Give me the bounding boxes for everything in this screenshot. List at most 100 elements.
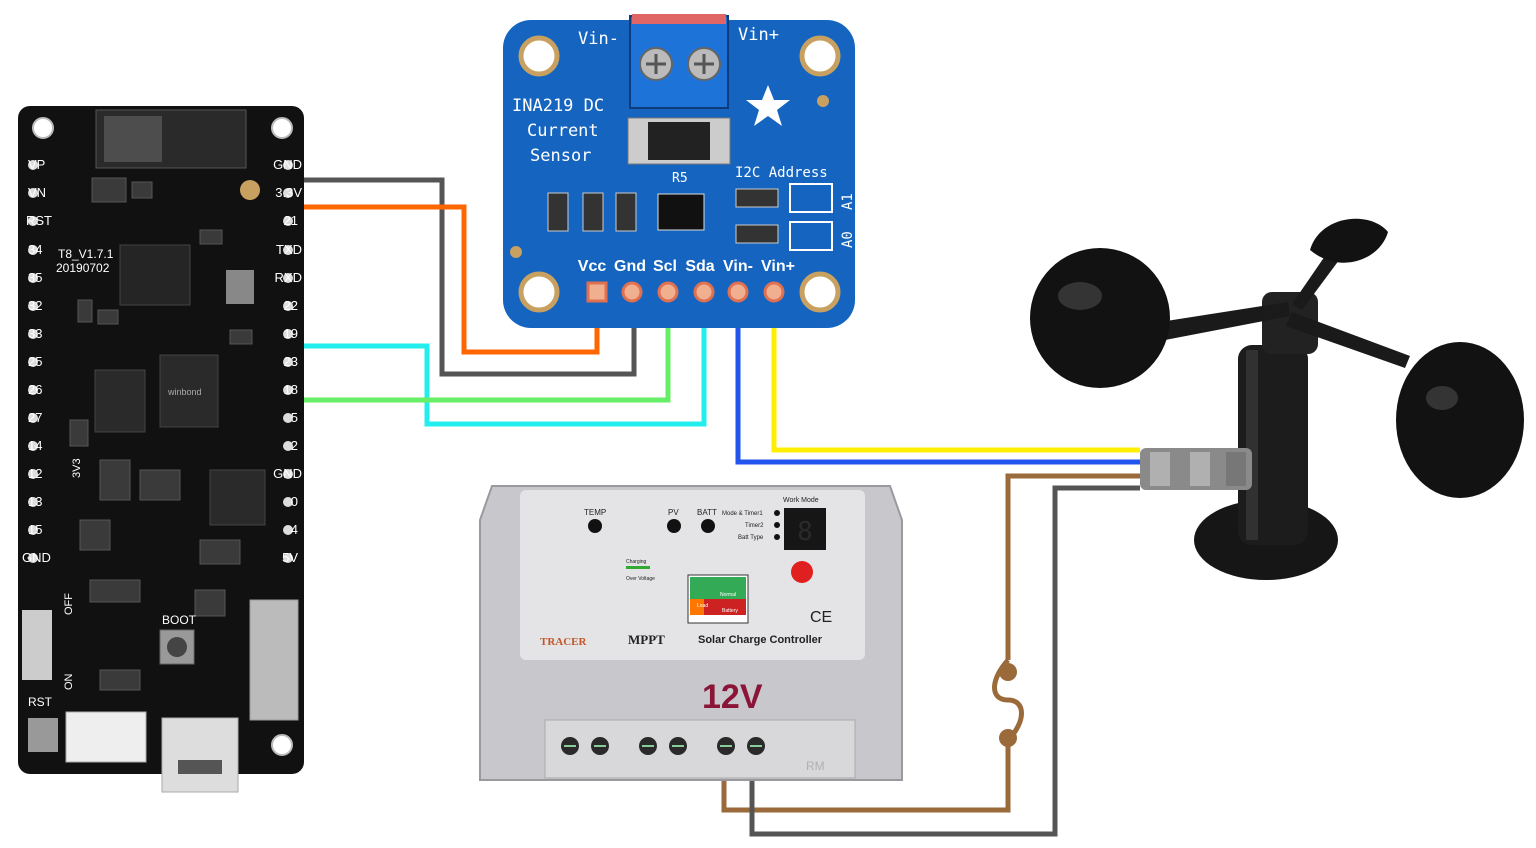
right-pin-label: TXD (276, 242, 302, 257)
anemometer-arm (1160, 302, 1290, 340)
vin-minus-top-label: Vin- (578, 29, 619, 49)
left-pin-label: VN (28, 185, 46, 200)
a0-label: A0 (840, 231, 856, 248)
pin-label-vin-minus: Vin- (723, 258, 753, 275)
fuse-terminal-top (999, 663, 1017, 681)
switch-on-label: ON (63, 673, 75, 690)
mount-hole (518, 35, 560, 77)
left-pin-label: 13 (28, 494, 42, 509)
left-pin-label: 27 (28, 410, 42, 425)
mode-item: Mode & Timer1 (722, 511, 763, 517)
mount-hole (271, 734, 293, 756)
status-dot (817, 95, 829, 107)
left-pin-label: 32 (28, 298, 42, 313)
ce-mark: CE (810, 609, 832, 626)
right-pin-label: RXD (275, 270, 302, 285)
esp-chip (119, 244, 191, 306)
seven-segment-display (784, 508, 826, 550)
wire-vin-plus (771, 292, 1140, 453)
smd-components (69, 177, 253, 691)
regulator-chip (209, 469, 266, 526)
ina219-chip (657, 193, 705, 231)
load-label: Load (697, 603, 708, 609)
vin-plus-top-label: Vin+ (738, 25, 779, 45)
wire-vcc (290, 204, 600, 355)
module-title-line1: INA219 DC (512, 96, 604, 116)
pin-label-vcc: Vcc (578, 258, 607, 275)
date-label: 20190702 (56, 261, 110, 275)
mount-hole (32, 117, 54, 139)
right-pin-label: GND (273, 157, 302, 172)
a1-label: A1 (840, 193, 856, 210)
crystal (226, 270, 254, 304)
version-label: T8_V1.7.1 (58, 247, 114, 261)
ufl-connector (240, 180, 260, 200)
star-logo-icon (746, 85, 790, 126)
mppt-label: MPPT (628, 632, 665, 647)
battery-label: Battery (722, 608, 738, 614)
pin-label-vin-plus: Vin+ (761, 258, 795, 275)
left-pin-label: 34 (28, 242, 42, 257)
left-pin-label: 25 (28, 354, 42, 369)
wire-gnd (290, 177, 637, 377)
address-jumper-a1 (789, 183, 833, 213)
batt-led (701, 519, 715, 533)
wire-load-gray (749, 485, 1140, 837)
right-pin-label: 5 (291, 410, 298, 425)
left-pin-label: 14 (28, 438, 42, 453)
over-voltage-label: Over Voltage (626, 576, 655, 582)
esp32-board: VP VN RST 34 35 32 33 25 26 27 14 12 13 … (18, 106, 304, 793)
right-pin-label: 2 (291, 438, 298, 453)
mode-led (774, 522, 780, 528)
ina219-module: Vin- Vin+ INA219 DC Current Sensor R5 I2… (503, 14, 856, 328)
anemometer-cup (1310, 218, 1388, 263)
status-dot (510, 246, 522, 258)
pv-led (667, 519, 681, 533)
mode-item: Batt Type (738, 535, 764, 541)
temp-led (588, 519, 602, 533)
left-header-pads (28, 160, 38, 563)
rst-label: RST (28, 695, 53, 709)
temp-label: TEMP (584, 508, 606, 517)
module-title-line2: Current (527, 121, 599, 141)
usb-port-inner (178, 760, 222, 774)
work-mode-label: Work Mode (783, 497, 819, 504)
rst-button (28, 718, 58, 752)
anemometer-cup (1030, 248, 1170, 388)
fuse-terminal-bottom (999, 729, 1017, 747)
boot-button-cap (167, 637, 187, 657)
svg-text:8: 8 (797, 517, 813, 547)
right-pin-label: 23 (284, 354, 298, 369)
wires (290, 177, 1140, 837)
psram-chip (94, 369, 146, 433)
right-pin-label: 21 (284, 213, 298, 228)
wire-load-brown-return (721, 740, 1011, 813)
ina219-pin-pads (586, 281, 785, 303)
address-jumper-a0 (789, 221, 833, 251)
right-header-pads (283, 160, 293, 563)
smd-resistors (547, 188, 779, 244)
sd-slot (249, 599, 299, 721)
mode-button (791, 561, 813, 583)
flash-chip (159, 354, 219, 428)
anemometer-arm (1286, 312, 1410, 368)
charge-controller: RM TEMP PV BATT Work Mode Mode & Timer1 … (479, 485, 903, 781)
voltage-label: 12V (702, 678, 763, 716)
rm-label: RM (806, 759, 825, 773)
left-pin-label: VP (28, 157, 45, 172)
flash-label: winbond (167, 387, 202, 397)
module-title-line3: Sensor (530, 146, 591, 166)
mode-led (774, 510, 780, 516)
anemometer-cup (1396, 342, 1524, 498)
battery-connector (65, 711, 147, 763)
right-pin-label: 0 (291, 494, 298, 509)
mode-led (774, 534, 780, 540)
left-pin-label: 26 (28, 382, 42, 397)
chip-label: 3V3 (71, 458, 83, 478)
mount-hole (799, 35, 841, 77)
wire-load-brown (1005, 473, 1140, 660)
left-pin-label: GND (22, 550, 51, 565)
wire-sda (290, 292, 707, 427)
left-pin-label: 35 (28, 270, 42, 285)
right-pin-label: 22 (284, 298, 298, 313)
